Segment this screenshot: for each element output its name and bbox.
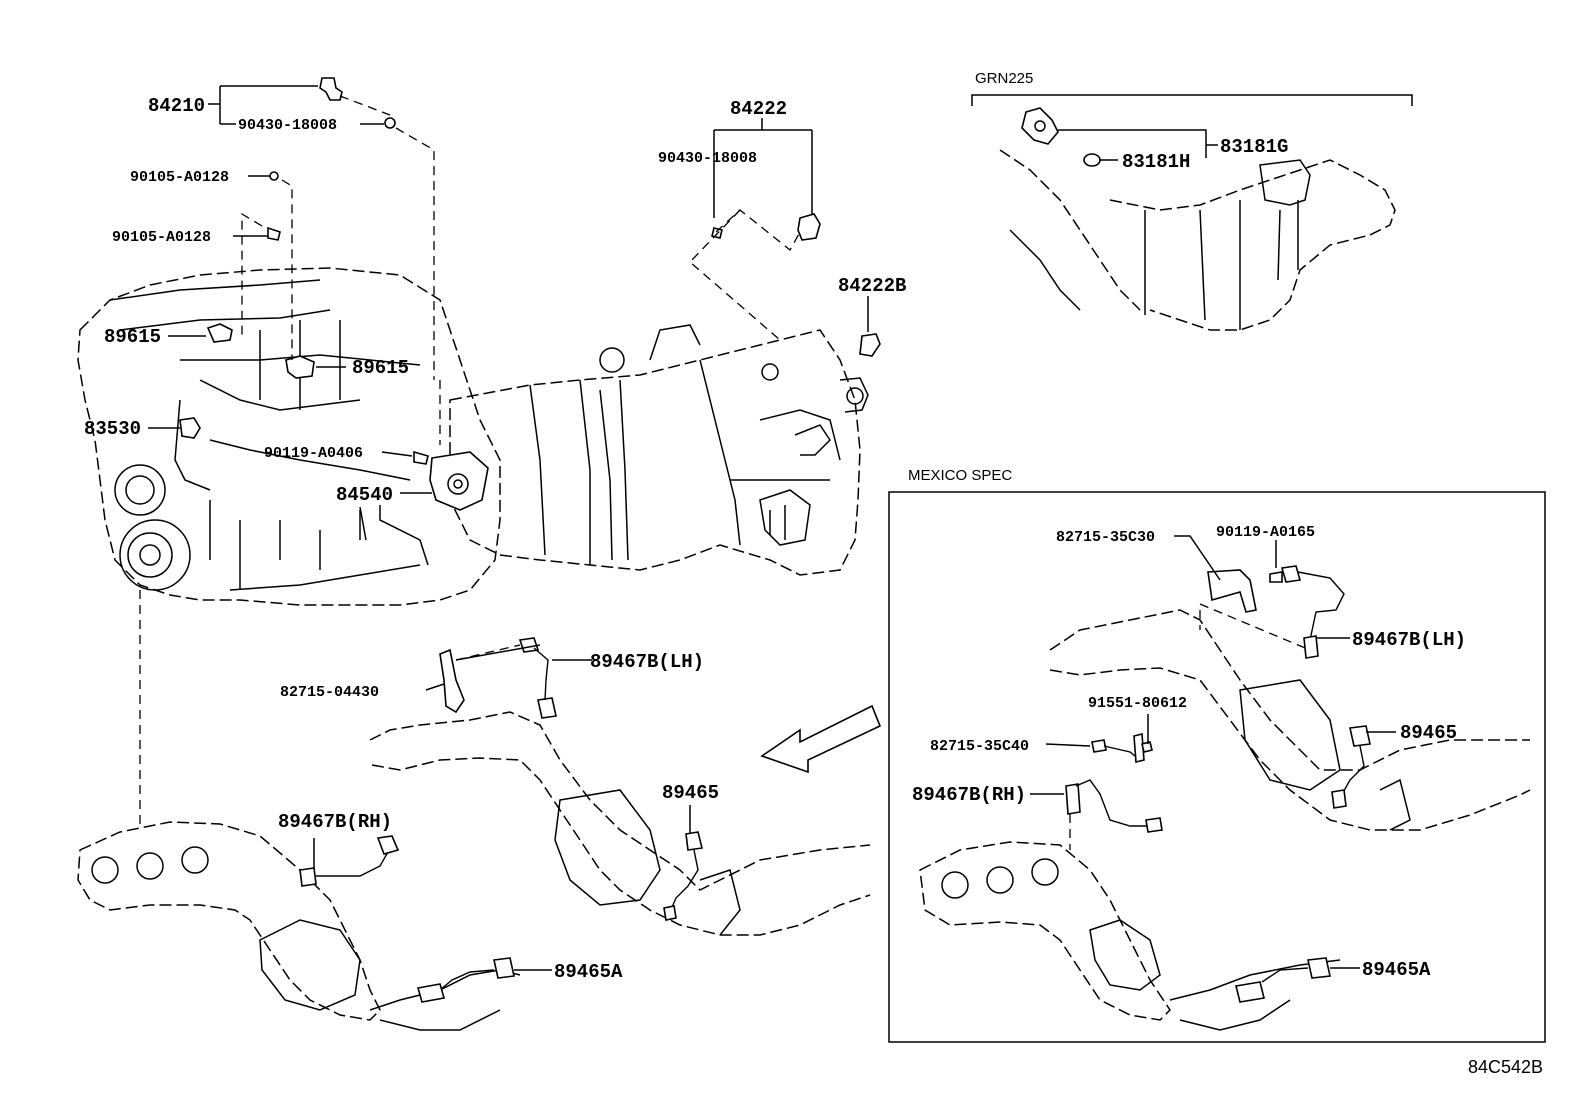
label-90119-a0165: 90119-A0165 xyxy=(1216,524,1315,541)
label-grn225: GRN225 xyxy=(975,70,1033,87)
label-90119-a0406: 90119-A0406 xyxy=(264,445,363,462)
label-89467b-lh-mx: 89467B(LH) xyxy=(1352,629,1466,651)
label-89465-main: 89465 xyxy=(662,782,719,804)
label-83181g: 83181G xyxy=(1220,136,1288,158)
label-84210: 84210 xyxy=(148,95,205,117)
engine-transmission-assembly xyxy=(77,267,869,606)
label-89467b-lh-main: 89467B(LH) xyxy=(590,651,704,673)
label-89467b-rh-main: 89467B(RH) xyxy=(278,811,392,833)
label-90430-18008-a: 90430-18008 xyxy=(238,117,337,134)
label-mexico-spec: MEXICO SPEC xyxy=(908,467,1012,484)
label-83181h: 83181H xyxy=(1122,151,1190,173)
label-91551-80612: 91551-80612 xyxy=(1088,695,1187,712)
label-89467b-rh-mx: 89467B(RH) xyxy=(912,784,1026,806)
label-89465a-mx: 89465A xyxy=(1362,959,1431,981)
grn225-section xyxy=(971,94,1413,331)
label-83530: 83530 xyxy=(84,418,141,440)
label-82715-35c30: 82715-35C30 xyxy=(1056,529,1155,546)
engine-sensor-parts xyxy=(179,77,881,511)
diagram-code: 84C542B xyxy=(1468,1057,1543,1077)
label-89615-b: 89615 xyxy=(352,357,409,379)
part-labels: 84210 90430-18008 90105-A0128 90105-A012… xyxy=(84,70,1543,1077)
label-84222: 84222 xyxy=(730,98,787,120)
label-89615-a: 89615 xyxy=(104,326,161,348)
label-89465a-main: 89465A xyxy=(554,961,623,983)
label-89465-mx: 89465 xyxy=(1400,722,1457,744)
label-84222b: 84222B xyxy=(838,275,906,297)
label-82715-35c40: 82715-35C40 xyxy=(930,738,1029,755)
arrow-icon xyxy=(760,704,882,774)
label-90105-a0128-b: 90105-A0128 xyxy=(112,229,211,246)
label-84540: 84540 xyxy=(336,484,393,506)
label-90430-18008-b: 90430-18008 xyxy=(658,150,757,167)
mexico-spec-section xyxy=(888,491,1546,1043)
engine-leaders xyxy=(139,85,869,830)
label-82715-04430: 82715-04430 xyxy=(280,684,379,701)
exhaust-left xyxy=(77,637,871,1031)
label-90105-a0128-a: 90105-A0128 xyxy=(130,169,229,186)
